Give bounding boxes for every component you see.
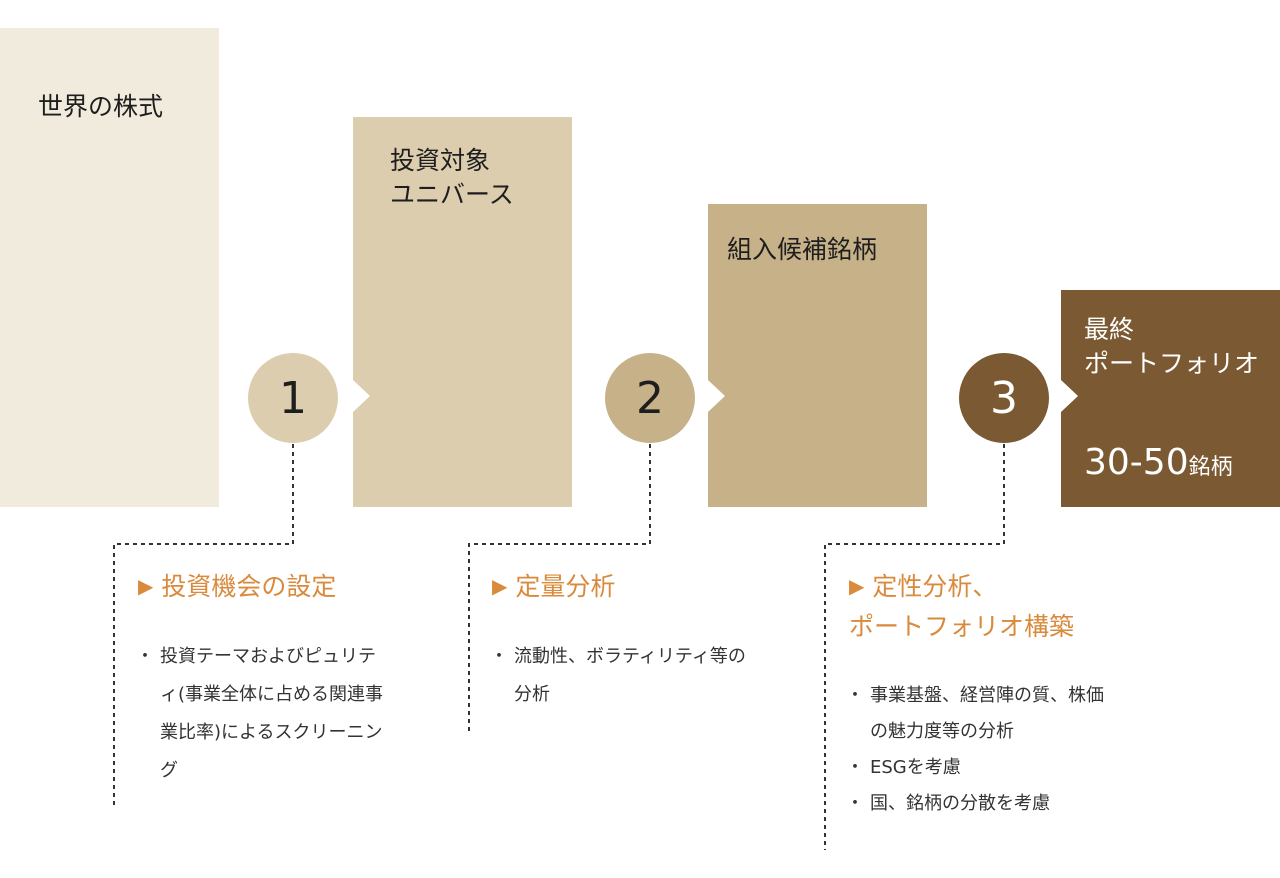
stage-label: 組入候補銘柄	[727, 235, 878, 264]
step-1-heading: ▶ 投資機会の設定	[138, 566, 336, 607]
list-item: 国、銘柄の分散を考慮	[846, 786, 1112, 822]
step-number: 2	[636, 372, 664, 424]
stage-label: 投資対象 ユニバース	[390, 146, 514, 209]
holdings-count: 30-50銘柄	[1084, 442, 1233, 483]
step-2-bullets: 流動性、ボラティリティ等の分析	[490, 638, 746, 714]
step-3-heading: ▶定性分析、 ポートフォリオ構築	[849, 566, 1074, 647]
list-item: 投資テーマおよびピュリティ(事業全体に占める関連事業比率)によるスクリーニング	[136, 638, 392, 790]
step-3-bullets: 事業基盤、経営陣の質、株価の魅力度等の分析 ESGを考慮 国、銘柄の分散を考慮	[846, 678, 1112, 822]
step-2-heading: ▶ 定量分析	[492, 566, 615, 607]
stage-investment-universe: 投資対象 ユニバース	[353, 117, 572, 507]
chevron-right-icon	[219, 380, 233, 412]
step-3-circle: 3	[959, 353, 1049, 443]
step-number: 3	[990, 372, 1018, 424]
stage-label: 世界の株式	[38, 92, 164, 121]
list-item: ESGを考慮	[846, 750, 1112, 786]
step-heading-text: 定量分析	[515, 572, 616, 601]
triangle-right-icon: ▶	[138, 574, 154, 598]
chevron-right-icon	[572, 380, 588, 412]
triangle-right-icon: ▶	[492, 574, 508, 598]
step-heading-text: 投資機会の設定	[161, 572, 337, 601]
step-1-bullets: 投資テーマおよびピュリティ(事業全体に占める関連事業比率)によるスクリーニング	[136, 638, 392, 790]
list-item: 事業基盤、経営陣の質、株価の魅力度等の分析	[846, 678, 1112, 750]
stage-final-portfolio: 最終 ポートフォリオ 30-50銘柄	[1061, 290, 1280, 507]
stage-candidate-stocks: 組入候補銘柄	[708, 204, 927, 507]
triangle-right-icon: ▶	[849, 574, 865, 598]
chevron-right-icon	[927, 380, 943, 412]
holdings-count-unit: 銘柄	[1188, 455, 1233, 480]
step-2-circle: 2	[605, 353, 695, 443]
list-item: 流動性、ボラティリティ等の分析	[490, 638, 746, 714]
stage-label: 最終 ポートフォリオ	[1084, 315, 1260, 378]
stage-world-equities: 世界の株式	[0, 28, 219, 507]
step-number: 1	[279, 372, 307, 424]
holdings-count-number: 30-50	[1084, 442, 1189, 483]
step-heading-text: 定性分析、 ポートフォリオ構築	[849, 572, 1075, 641]
step-1-circle: 1	[248, 353, 338, 443]
